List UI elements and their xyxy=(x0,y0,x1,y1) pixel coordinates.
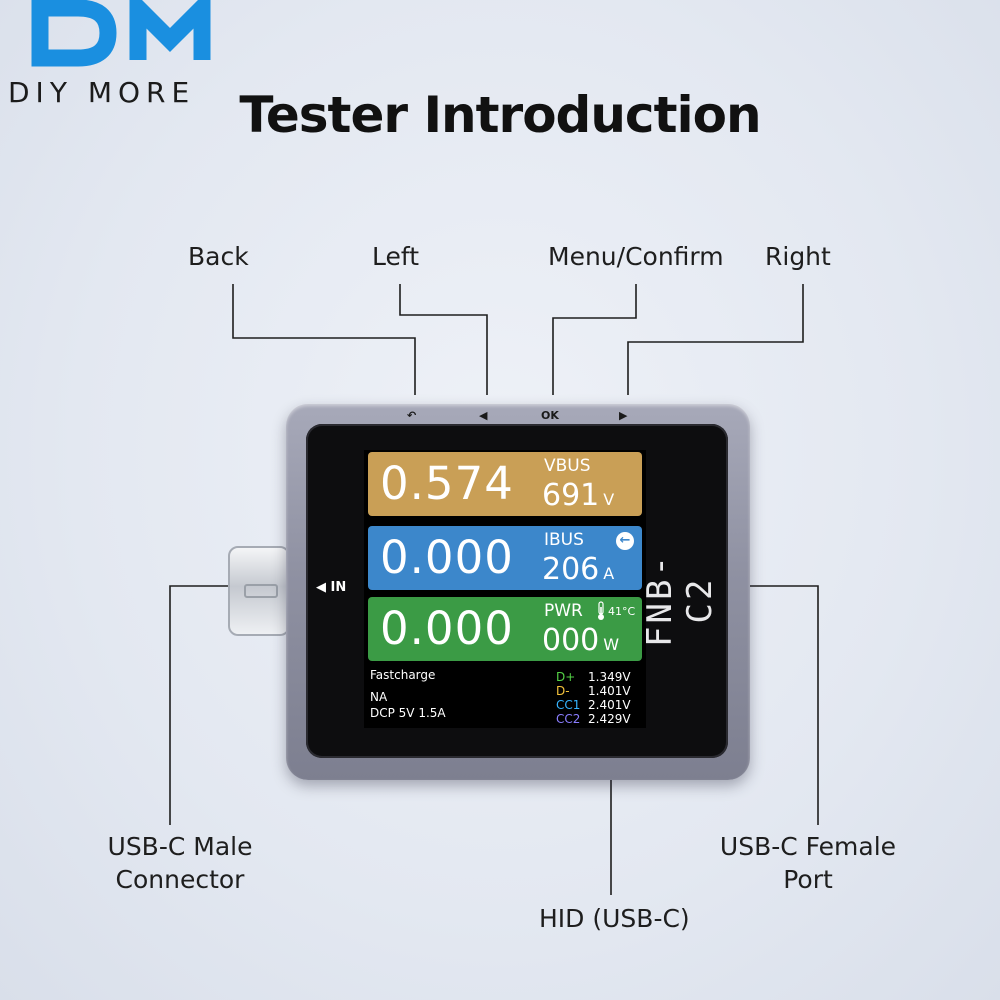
callout-female-port: USB-C Female Port xyxy=(718,830,898,896)
brand-name: DIY MORE xyxy=(8,76,196,109)
line-menu xyxy=(552,284,637,395)
dminus-key: D- xyxy=(556,684,570,698)
brand-logo-icon: DM xyxy=(31,0,211,67)
info-area: Fastcharge NA DCP 5V 1.5A D+ 1.349V D- 1… xyxy=(368,666,642,728)
vbus-main-value: 0.574 xyxy=(380,457,514,510)
pwr-unit: W xyxy=(603,635,620,654)
cc2-key: CC2 xyxy=(556,712,581,726)
connector-tongue xyxy=(244,584,278,598)
pwr-sub-value: 000 xyxy=(542,623,600,658)
mode-value: DCP 5V 1.5A xyxy=(370,706,446,720)
ibus-sub-value: 206 xyxy=(542,552,600,587)
right-button[interactable]: ▶ xyxy=(619,409,628,422)
line-right xyxy=(627,284,804,395)
line-female xyxy=(750,585,819,825)
usb-c-male-connector xyxy=(228,546,290,636)
ibus-main-value: 0.000 xyxy=(380,531,514,584)
ibus-label: IBUS xyxy=(544,530,584,550)
cc1-key: CC1 xyxy=(556,698,581,712)
pwr-label: PWR xyxy=(544,601,583,621)
left-button[interactable]: ◀ xyxy=(479,409,488,422)
line-male xyxy=(169,585,230,825)
callout-female-line1: USB-C Female xyxy=(719,832,897,861)
vbus-unit: V xyxy=(603,490,615,509)
temperature-value: 41°C xyxy=(608,605,636,618)
page-title: Tester Introduction xyxy=(239,86,761,144)
callout-male-connector: USB-C Male Connector xyxy=(100,830,260,896)
model-label: FNB-C2 xyxy=(640,553,720,647)
callout-male-line1: USB-C Male xyxy=(107,832,253,861)
cc1-value: 2.401V xyxy=(588,698,631,712)
callout-back: Back xyxy=(188,242,249,271)
ok-button[interactable]: OK xyxy=(541,409,559,422)
cc2-value: 2.429V xyxy=(588,712,631,726)
callout-left: Left xyxy=(372,242,420,271)
vbus-sub-value: 691 xyxy=(542,478,600,513)
in-port-label: ◀ IN xyxy=(316,580,347,595)
line-left xyxy=(399,284,488,395)
callout-hid: HID (USB-C) xyxy=(539,904,690,933)
dplus-value: 1.349V xyxy=(588,670,631,684)
protocol-value: NA xyxy=(370,690,388,704)
dplus-key: D+ xyxy=(556,670,576,684)
thermometer-icon xyxy=(598,601,604,620)
pwr-main-value: 0.000 xyxy=(380,602,514,655)
ibus-unit: A xyxy=(603,564,615,583)
callout-female-line2: Port xyxy=(783,865,833,894)
arrow-left-icon: ← xyxy=(616,532,634,550)
callout-right: Right xyxy=(765,242,831,271)
dminus-value: 1.401V xyxy=(588,684,631,698)
back-button[interactable]: ↶ xyxy=(407,409,417,422)
line-back xyxy=(232,284,416,395)
vbus-label: VBUS xyxy=(544,456,591,476)
fastcharge-label: Fastcharge xyxy=(370,668,436,682)
callout-menu-confirm: Menu/Confirm xyxy=(548,242,724,271)
callout-male-line2: Connector xyxy=(115,865,245,894)
